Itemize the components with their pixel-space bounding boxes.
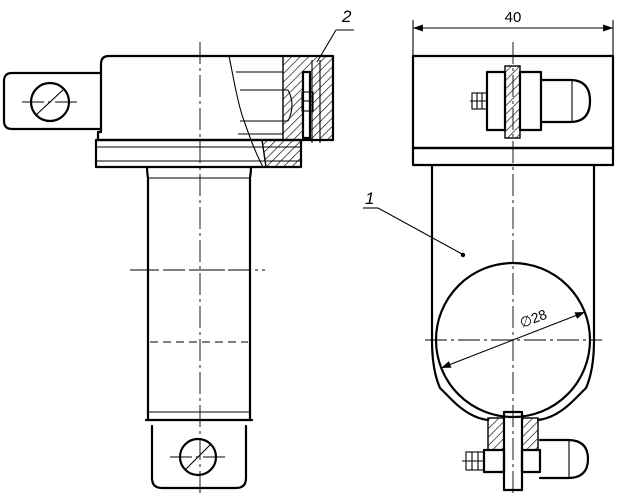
- dimension-width: 40: [412, 9, 614, 55]
- side-lug: [2, 71, 103, 131]
- stem: [144, 165, 254, 422]
- lower-clamp-screw: [462, 410, 590, 492]
- dimension-diameter-label: ∅28: [517, 306, 549, 331]
- callout-2: 2: [316, 7, 354, 63]
- dimension-width-label: 40: [505, 9, 522, 26]
- callout-1-label: 1: [365, 189, 374, 208]
- bottom-lug: [150, 424, 248, 490]
- callout-1: 1: [363, 189, 466, 258]
- side-view: 40 ∅28 1: [363, 9, 615, 496]
- front-view: 2: [2, 7, 354, 496]
- upper-clamp-screw: [470, 65, 592, 139]
- head-block: [94, 54, 335, 169]
- callout-2-label: 2: [341, 7, 352, 26]
